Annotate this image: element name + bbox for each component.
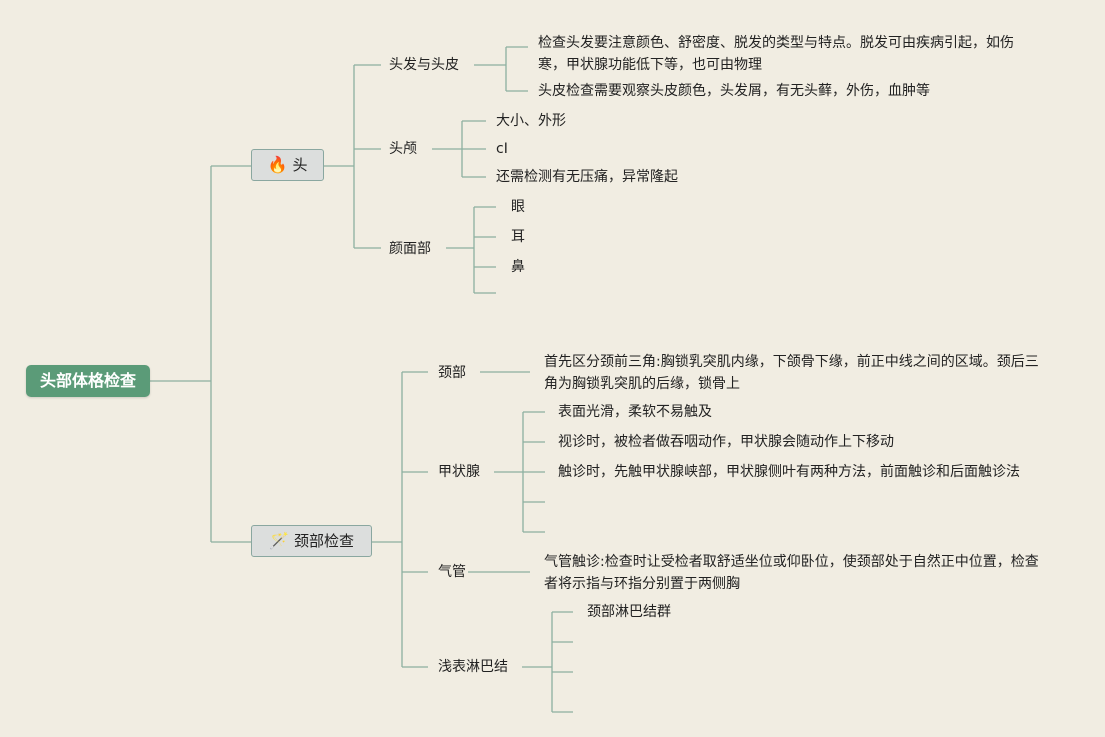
branch-head[interactable]: 🔥头 xyxy=(251,149,324,181)
skull-item-2[interactable]: cI xyxy=(496,141,508,157)
branch-neck-label: 颈部检查 xyxy=(293,532,354,550)
root-topic[interactable]: 头部体格检查 xyxy=(26,365,150,397)
branch-head-label: 头 xyxy=(292,156,308,174)
skull-item-3[interactable]: 还需检测有无压痛，异常隆起 xyxy=(496,169,678,185)
lymph-item-1[interactable]: 颈部淋巴结群 xyxy=(587,604,671,620)
face-item-nose[interactable]: 鼻 xyxy=(511,259,525,275)
fire-icon: 🔥 xyxy=(267,155,288,174)
topic-hair-scalp[interactable]: 头发与头皮 xyxy=(389,57,459,73)
topic-face[interactable]: 颜面部 xyxy=(389,241,431,257)
skull-item-1[interactable]: 大小、外形 xyxy=(496,113,566,129)
thyroid-item-2[interactable]: 视诊时，被检者做吞咽动作，甲状腺会随动作上下移动 xyxy=(558,434,894,450)
neck-region-detail[interactable]: 首先区分颈前三角:胸锁乳突肌内缘，下颌骨下缘，前正中线之间的区域。颈后三角为胸锁… xyxy=(544,354,1039,392)
topic-thyroid[interactable]: 甲状腺 xyxy=(438,464,480,480)
topic-neck-region[interactable]: 颈部 xyxy=(438,365,466,381)
topic-skull[interactable]: 头颅 xyxy=(389,141,417,157)
face-item-ear[interactable]: 耳 xyxy=(511,229,525,245)
face-item-eye[interactable]: 眼 xyxy=(511,199,525,215)
magic-wand-icon: 🪄 xyxy=(269,531,289,550)
thyroid-item-1[interactable]: 表面光滑，柔软不易触及 xyxy=(558,404,712,420)
topic-superficial-lymph-nodes[interactable]: 浅表淋巴结 xyxy=(438,659,508,675)
hair-detail-2[interactable]: 头皮检查需要观察头皮颜色，头发屑，有无头藓，外伤，血肿等 xyxy=(538,83,930,99)
branch-neck-exam[interactable]: 🪄颈部检查 xyxy=(251,525,372,557)
thyroid-item-3[interactable]: 触诊时，先触甲状腺峡部，甲状腺侧叶有两种方法，前面触诊和后面触诊法 xyxy=(558,464,1020,480)
hair-detail-1[interactable]: 检查头发要注意颜色、舒密度、脱发的类型与特点。脱发可由疾病引起，如伤寒，甲状腺功… xyxy=(538,35,1014,73)
trachea-detail[interactable]: 气管触诊:检查时让受检者取舒适坐位或仰卧位，使颈部处于自然正中位置，检查者将示指… xyxy=(544,554,1039,592)
topic-trachea[interactable]: 气管 xyxy=(438,564,466,580)
